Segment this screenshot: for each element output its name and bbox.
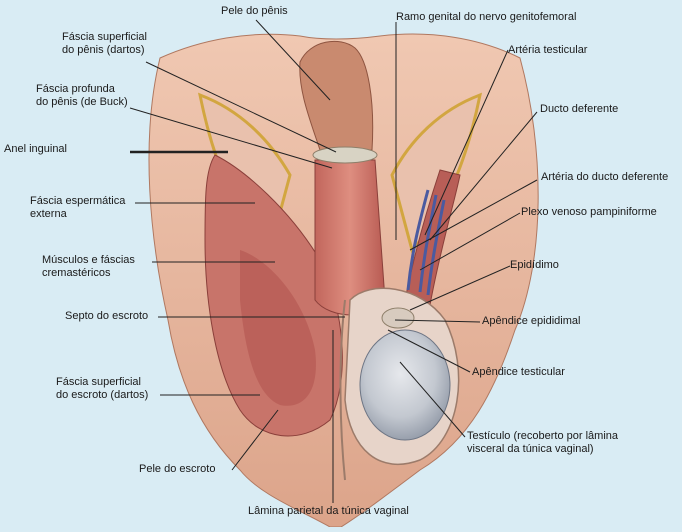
label-pele-escroto: Pele do escroto: [139, 463, 216, 475]
left-scrotal-inner: [240, 250, 316, 406]
label-fascia-sup-penis-1: Fáscia superficial: [62, 31, 147, 43]
label-fascia-prof-penis-1: Fáscia profunda: [36, 83, 115, 95]
label-fascia-sup-penis-2: do pênis (dartos): [62, 44, 145, 56]
label-arteria-ducto: Artéria do ducto deferente: [541, 171, 669, 183]
label-septo: Septo do escroto: [65, 310, 149, 322]
penis-fascia-ring: [312, 146, 378, 164]
label-epididimo: Epidídimo: [510, 259, 559, 271]
label-apendice-epididimal: Apêndice epididimal: [482, 315, 581, 327]
label-arteria-testicular: Artéria testicular: [508, 44, 588, 56]
label-fascia-esp-ext-2: externa: [30, 208, 67, 220]
testis: [359, 329, 451, 441]
label-anel-inguinal: Anel inguinal: [4, 143, 67, 155]
label-fascia-sup-escroto-2: do escroto (dartos): [56, 389, 149, 401]
label-lamina-parietal: Lâmina parietal da túnica vaginal: [248, 505, 409, 517]
label-apendice-testicular: Apêndice testicular: [472, 366, 565, 378]
right-inguinal-region: [390, 92, 483, 254]
label-testiculo-2: visceral da túnica vaginal): [467, 443, 594, 455]
label-musculos-1: Músculos e fáscias: [42, 254, 135, 266]
label-ducto-deferente: Ducto deferente: [540, 103, 619, 115]
leader-lines: [129, 19, 538, 503]
label-testiculo-1: Testículo (recoberto por lâmina: [467, 430, 619, 442]
label-ramo-genital: Ramo genital do nervo genitofemoral: [396, 11, 577, 23]
label-fascia-prof-penis-2: do pênis (de Buck): [36, 96, 128, 108]
scrotal-septum: [339, 299, 346, 481]
label-fascia-sup-escroto-1: Fáscia superficial: [56, 376, 141, 388]
label-pele-penis: Pele do pênis: [221, 5, 288, 17]
penis-glans: [299, 40, 374, 151]
label-musculos-2: cremastéricos: [42, 267, 111, 279]
epididymis-head: [381, 307, 415, 329]
label-fascia-esp-ext-1: Fáscia espermática: [30, 195, 126, 207]
label-plexo-venoso: Plexo venoso pampiniforme: [521, 206, 657, 218]
